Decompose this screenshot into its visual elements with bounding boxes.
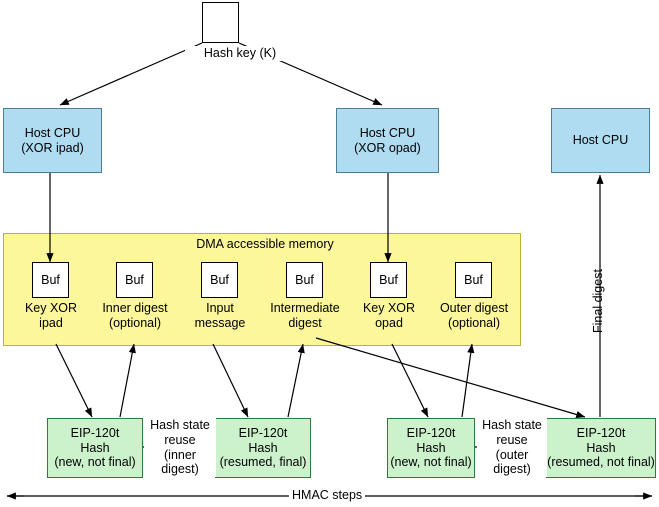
buffer-key-xor-ipad-caption: Key XOR ipad: [24, 301, 78, 330]
buffer-outer-digest-caption: Outer digest (optional): [439, 301, 509, 330]
hash-key-label: Hash key (K): [185, 46, 295, 61]
buffer-key-xor-opad-caption: Key XOR opad: [362, 301, 416, 330]
dma-memory-label: DMA accessible memory: [196, 237, 334, 251]
buffer-input-message: Buf: [201, 262, 238, 298]
buffer-inner-digest-caption: Inner digest (optional): [102, 301, 168, 330]
host-cpu-xor-opad: Host CPU (XOR opad): [336, 108, 439, 173]
buffer-input-message-caption: Input message: [194, 301, 246, 330]
buffer-key-xor-opad: Buf: [370, 262, 407, 298]
edge-key-to-cpu-ipad: [59, 42, 203, 106]
hmac-steps-label: HMAC steps: [289, 488, 366, 502]
edge-buf-input-to-eip2: [212, 343, 249, 418]
buffer-inner-digest: Buf: [116, 262, 153, 298]
edge-buf-keyopad-to-eip3: [391, 343, 429, 418]
dma-memory-region: [3, 233, 521, 346]
engine-eip-120t-4: EIP-120t Hash (resumed, not final): [546, 418, 656, 478]
engine-eip-120t-1: EIP-120t Hash (new, not final): [47, 418, 143, 478]
edge-buf-keyipad-to-eip1: [55, 343, 93, 418]
final-digest-label: Final digest: [591, 269, 605, 333]
hash-key-box: [202, 2, 239, 43]
buffer-key-xor-ipad: Buf: [32, 262, 69, 298]
edge-eip2-to-buf-intermediate: [287, 343, 305, 418]
edge-eip1-to-buf-innerdigest: [119, 343, 136, 418]
buffer-intermediate-digest-caption: Intermediate digest: [270, 301, 340, 330]
hash-state-reuse-inner-label: Hash state reuse (inner digest): [144, 418, 216, 477]
engine-eip-120t-2: EIP-120t Hash (resumed, final): [215, 418, 311, 478]
host-cpu-final: Host CPU: [551, 108, 650, 173]
edge-eip3-to-buf-outerdigest: [461, 343, 475, 418]
buffer-intermediate-digest: Buf: [286, 262, 323, 298]
buffer-outer-digest: Buf: [455, 262, 492, 298]
host-cpu-xor-ipad: Host CPU (XOR ipad): [3, 108, 102, 173]
hash-state-reuse-outer-label: Hash state reuse (outer digest): [477, 418, 547, 477]
edge-buf-intermediate-to-eip4: [315, 337, 586, 418]
engine-eip-120t-3: EIP-120t Hash (new, not final): [387, 418, 475, 478]
